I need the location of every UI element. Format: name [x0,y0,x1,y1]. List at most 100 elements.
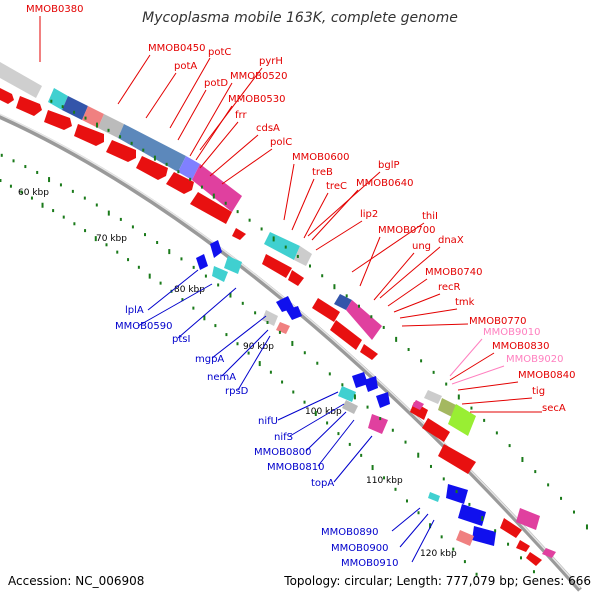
leader-line [399,308,458,319]
gene-label-potd: potD [204,78,228,89]
leader-line [177,89,207,141]
gene-label-mmob0900: MMOB0900 [331,543,388,554]
tick-mark [345,294,348,298]
forward-gene-arrow [262,254,292,278]
gene-label-mmob0450: MMOB0450 [148,43,205,54]
reverse-gene-arrow [446,484,468,504]
tick-mark [224,201,227,205]
tick-mark [61,105,64,109]
tick-mark [181,298,184,302]
leader-line [169,57,211,129]
tick-mark [248,218,251,222]
tick-mark [281,380,284,384]
tick-mark [278,330,281,334]
tick-mark [0,179,2,183]
tick-mark [236,210,239,214]
leader-line [305,411,347,452]
forward-gene-arrow [0,88,14,104]
gene-label-pota: potA [174,61,197,72]
tick-mark [353,394,356,400]
tick-mark [62,215,65,219]
tick-mark [303,400,306,404]
tick-mark [357,304,360,308]
tick-mark [495,431,498,435]
tick-mark [429,523,432,529]
kbp-tick-label: 60 kbp [18,188,49,198]
tick-mark [247,351,250,355]
feature-block-gray2 [98,114,124,138]
tick-mark [560,496,563,500]
kbp-tick-labels: 60 kbp 70 kbp 80 kbp 90 kbp 100 kbp 110 … [18,188,457,559]
forward-gene-arrow [542,548,556,558]
tick-mark [189,177,192,181]
tick-mark [417,511,420,515]
tick-mark [260,227,263,231]
tick-mark [404,440,407,444]
tick-mark [159,281,162,285]
feature-block-magenta [412,400,424,410]
gene-label-ptsi: ptsI [172,334,190,345]
tick-mark [130,141,133,145]
forward-gene-arrow [526,552,542,566]
gene-label-lpla: lplA [125,305,144,316]
gene-label-nifu: nifU [258,416,278,427]
kbp-tick-label: 80 kbp [174,285,205,295]
accession-text: Accession: NC_006908 [8,574,144,588]
tick-mark [71,189,74,193]
gene-label-mmob9020: MMOB9020 [506,354,563,365]
leader-line [289,403,345,437]
forward-gene-arrow [330,320,362,350]
leader-line [283,163,295,221]
tick-mark [326,421,329,425]
tick-mark [94,236,97,242]
tick-mark [407,348,410,352]
tick-mark [48,177,51,183]
feature-block-cyan [428,492,440,502]
leader-line [411,519,435,563]
forward-gene-arrow [106,140,136,162]
tick-mark [0,153,3,157]
gene-label-pyrh: pyrH [259,56,283,67]
forward-gene-arrow [190,192,232,224]
leader-line [449,338,483,377]
tick-mark [394,487,397,491]
tick-mark [468,502,471,506]
tick-mark [127,258,130,262]
feature-block-cyan [224,256,242,274]
tick-mark [445,382,448,386]
gene-label-mmob0830: MMOB0830 [492,341,549,352]
tick-mark [241,301,244,305]
leader-line [221,148,273,185]
gene-label-mmob0840: MMOB0840 [518,370,575,381]
tick-mark [236,342,239,346]
feature-block-navy [62,96,88,120]
forward-gene-arrow [288,270,304,286]
reverse-gene-arrow [286,306,302,320]
reverse-gene-arrow [196,254,208,270]
forward-gene-arrow [16,96,42,116]
tick-mark [395,336,398,342]
feature-block-pink [276,322,290,334]
gene-label-mmob0810: MMOB0810 [267,462,324,473]
reverse-gene-arrow [352,372,368,388]
tick-mark [379,417,382,421]
tick-mark [119,217,122,221]
tick-mark [95,203,98,207]
tick-mark [328,372,331,376]
gene-label-ung: ung [412,241,431,252]
feature-block-gray [294,246,312,266]
tick-mark [73,222,76,226]
tick-mark [440,535,443,539]
tick-mark [131,225,134,229]
leader-line [317,419,355,467]
tick-mark [382,325,385,329]
tick-mark [105,243,108,247]
forward-gene-arrow [232,228,246,240]
leader-line [177,287,237,339]
tick-mark [24,165,27,169]
tick-mark [107,210,110,216]
gene-label-mmob0910: MMOB0910 [341,558,398,569]
tick-mark [192,306,195,310]
leader-line [189,82,233,157]
leader-line [373,252,415,301]
